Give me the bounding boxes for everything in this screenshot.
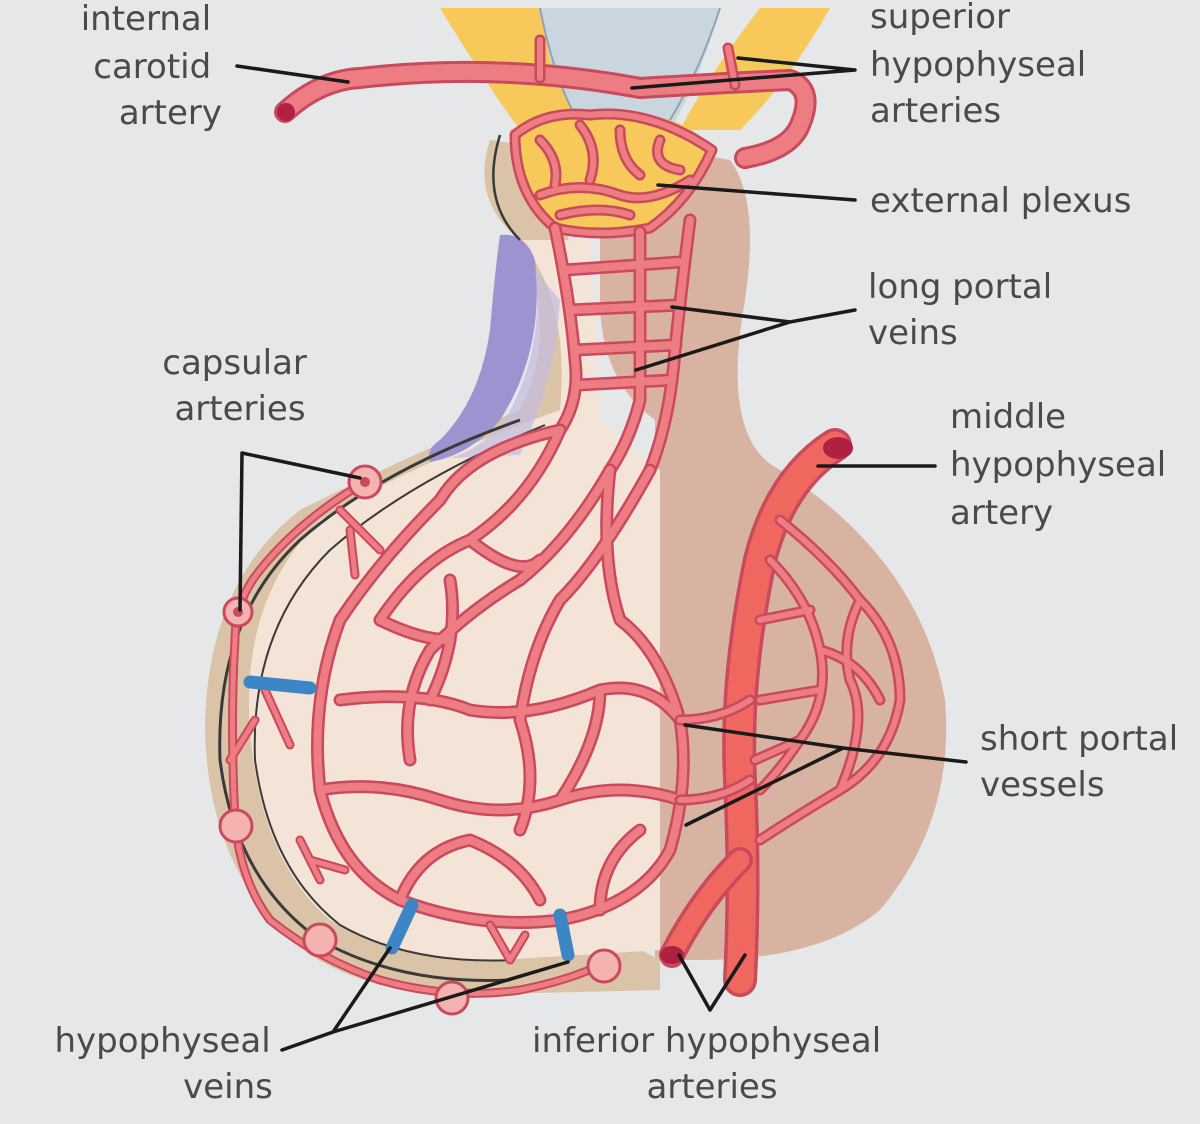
label-external-plexus: external plexus <box>870 181 1131 221</box>
label-short-portal-vessels: short portal vessels <box>980 719 1189 805</box>
label-capsular-arteries: capsular arteries <box>162 343 317 429</box>
label-hypophyseal-veins: hypophyseal veins <box>54 1021 281 1107</box>
label-middle-hypophyseal-artery: middle hypophyseal artery <box>950 397 1177 533</box>
label-internal-carotid-artery: internal carotid artery <box>81 0 222 133</box>
label-long-portal-veins: long portal veins <box>868 267 1063 353</box>
label-inferior-hypophyseal-arteries: inferior hypophyseal arteries <box>532 1021 892 1107</box>
label-superior-hypophyseal-arteries: superior hypophyseal arteries <box>870 0 1097 131</box>
